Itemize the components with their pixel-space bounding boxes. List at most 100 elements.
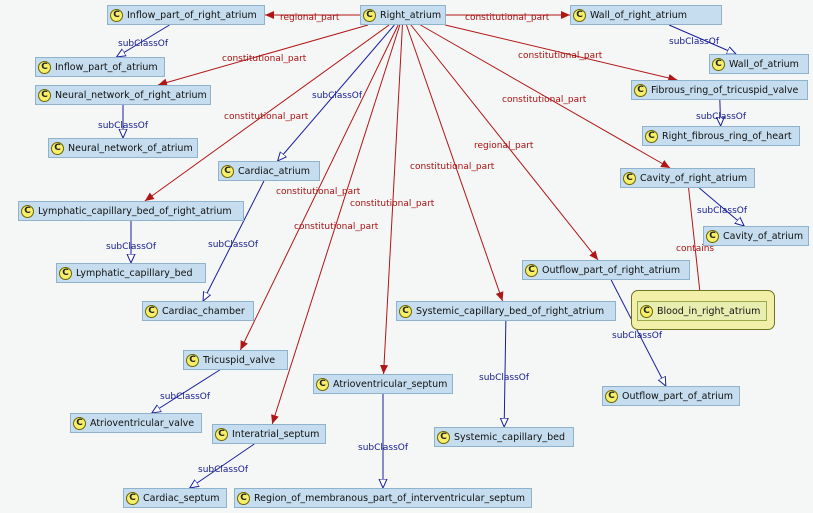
- edge-label-constitutional-part: constitutional_part: [276, 187, 361, 197]
- class-node-systemic-capillary-bed-of-right-atrium[interactable]: C Systemic_capillary_bed_of_right_atrium: [396, 301, 616, 321]
- class-node-blood-in-right-atrium[interactable]: C Blood_in_right_atrium: [637, 301, 767, 321]
- edge-label-contains: contains: [676, 244, 715, 254]
- edge-label-subclassof: subClassOf: [160, 392, 211, 402]
- class-icon: C: [706, 229, 719, 243]
- class-icon: C: [21, 204, 34, 218]
- class-node-outflow-part-of-atrium[interactable]: C Outflow_part_of_atrium: [602, 386, 740, 406]
- node-label: Cardiac_atrium: [238, 165, 311, 177]
- node-label: Neural_network_of_atrium: [68, 142, 193, 154]
- edge-label-constitutional-part: constitutional_part: [502, 95, 587, 105]
- class-icon: C: [221, 164, 234, 178]
- class-node-tricuspid-valve[interactable]: C Tricuspid_valve: [183, 350, 288, 370]
- class-node-systemic-capillary-bed[interactable]: C Systemic_capillary_bed: [434, 427, 574, 447]
- node-label: Tricuspid_valve: [203, 354, 276, 366]
- node-label: Atrioventricular_valve: [90, 417, 195, 429]
- class-icon: C: [316, 377, 329, 391]
- class-icon: C: [38, 60, 51, 74]
- class-icon: C: [645, 129, 658, 143]
- node-label: Cavity_of_atrium: [723, 230, 804, 242]
- class-icon: C: [634, 83, 647, 97]
- class-icon: C: [640, 304, 653, 318]
- edge-label-subclassof: subClassOf: [669, 37, 720, 47]
- class-node-inflow-part-of-atrium[interactable]: C Inflow_part_of_atrium: [35, 57, 165, 77]
- edge-label-constitutional-part: constitutional_part: [350, 199, 435, 209]
- node-label: Right_atrium: [380, 9, 442, 21]
- edge-label-subclassof: subClassOf: [612, 331, 663, 341]
- class-icon: C: [237, 491, 250, 505]
- node-label: Interatrial_septum: [232, 428, 320, 440]
- node-label: Atrioventricular_septum: [333, 378, 448, 390]
- node-label: Inflow_part_of_right_atrium: [127, 9, 257, 21]
- class-icon: C: [525, 263, 538, 277]
- edge-label-subclassof: subClassOf: [106, 242, 157, 252]
- edge-label-subclassof: subClassOf: [208, 240, 259, 250]
- class-icon: C: [110, 8, 123, 22]
- class-icon: C: [437, 430, 450, 444]
- node-label: Lymphatic_capillary_bed_of_right_atrium: [38, 205, 232, 217]
- class-node-cavity-of-atrium[interactable]: C Cavity_of_atrium: [703, 226, 809, 246]
- class-icon: C: [605, 389, 618, 403]
- class-node-right-fibrous-ring-of-heart[interactable]: C Right_fibrous_ring_of_heart: [642, 126, 800, 146]
- node-label: Cardiac_chamber: [162, 305, 245, 317]
- class-icon: C: [215, 427, 228, 441]
- node-label: Outflow_part_of_right_atrium: [542, 264, 681, 276]
- node-label: Right_fibrous_ring_of_heart: [662, 130, 792, 142]
- node-label: Cardiac_septum: [143, 492, 220, 504]
- class-node-fibrous-ring-of-tricuspid-valve[interactable]: C Fibrous_ring_of_tricuspid_valve: [631, 80, 808, 100]
- class-node-lymphatic-capillary-bed-of-right-atrium[interactable]: C Lymphatic_capillary_bed_of_right_atrium: [18, 201, 244, 221]
- class-node-cardiac-chamber[interactable]: C Cardiac_chamber: [142, 301, 254, 321]
- class-node-interatrial-septum[interactable]: C Interatrial_septum: [212, 424, 326, 444]
- edge-label-subclassof: subClassOf: [98, 121, 149, 131]
- class-node-cardiac-septum[interactable]: C Cardiac_septum: [123, 488, 227, 508]
- class-node-wall-of-right-atrium[interactable]: C Wall_of_right_atrium: [570, 5, 722, 25]
- edge-label-constitutional-part: constitutional_part: [294, 222, 379, 232]
- node-label: Wall_of_atrium: [729, 58, 799, 70]
- edge-label-constitutional-part: constitutional_part: [465, 13, 550, 23]
- class-icon: C: [573, 8, 586, 22]
- class-icon: C: [363, 8, 376, 22]
- class-node-cavity-of-right-atrium[interactable]: C Cavity_of_right_atrium: [620, 168, 755, 188]
- class-icon: C: [59, 266, 72, 280]
- node-label: Lymphatic_capillary_bed: [76, 267, 193, 279]
- class-icon: C: [126, 491, 139, 505]
- edge-label-subclassof: subClassOf: [697, 206, 748, 216]
- node-label: Inflow_part_of_atrium: [55, 61, 158, 73]
- edge-label-subclassof: subClassOf: [118, 39, 169, 49]
- edge-label-subclassof: subClassOf: [479, 373, 530, 383]
- edge-label-subclassof: subClassOf: [312, 91, 363, 101]
- class-icon: C: [623, 171, 636, 185]
- class-node-wall-of-atrium[interactable]: C Wall_of_atrium: [709, 54, 809, 74]
- class-icon: C: [145, 304, 158, 318]
- edge-label-constitutional-part: constitutional_part: [224, 112, 309, 122]
- node-label: Fibrous_ring_of_tricuspid_valve: [651, 84, 799, 96]
- edge-label-constitutional-part: constitutional_part: [222, 54, 307, 64]
- edge-label-constitutional-part: constitutional_part: [410, 162, 495, 172]
- class-node-right-atrium[interactable]: C Right_atrium: [360, 5, 446, 25]
- class-icon: C: [186, 353, 199, 367]
- class-node-lymphatic-capillary-bed[interactable]: C Lymphatic_capillary_bed: [56, 263, 206, 283]
- node-label: Outflow_part_of_atrium: [622, 390, 734, 402]
- class-node-outflow-part-of-right-atrium[interactable]: C Outflow_part_of_right_atrium: [522, 260, 690, 280]
- edge-label-subclassof: subClassOf: [696, 112, 747, 122]
- class-icon: C: [38, 88, 51, 102]
- class-node-region-of-membranous-part-of-interventricular-septum[interactable]: C Region_of_membranous_part_of_interventr…: [234, 488, 532, 508]
- class-icon: C: [712, 57, 725, 71]
- node-label: Wall_of_right_atrium: [590, 9, 687, 21]
- class-icon: C: [399, 304, 412, 318]
- node-label: Cavity_of_right_atrium: [640, 172, 748, 184]
- node-label: Systemic_capillary_bed_of_right_atrium: [416, 305, 605, 317]
- class-node-cardiac-atrium[interactable]: C Cardiac_atrium: [218, 161, 320, 181]
- node-label: Blood_in_right_atrium: [657, 305, 761, 317]
- class-node-atrioventricular-septum[interactable]: C Atrioventricular_septum: [313, 374, 453, 394]
- edge-label-regional-part: regional_part: [280, 13, 340, 23]
- edge-label-subclassof: subClassOf: [358, 443, 409, 453]
- edge-label-constitutional-part: constitutional_part: [518, 51, 603, 61]
- class-node-inflow-part-of-right-atrium[interactable]: C Inflow_part_of_right_atrium: [107, 5, 265, 25]
- edge-label-subclassof: subClassOf: [198, 465, 249, 475]
- node-label: Systemic_capillary_bed: [454, 431, 566, 443]
- node-label: Region_of_membranous_part_of_interventri…: [254, 492, 526, 504]
